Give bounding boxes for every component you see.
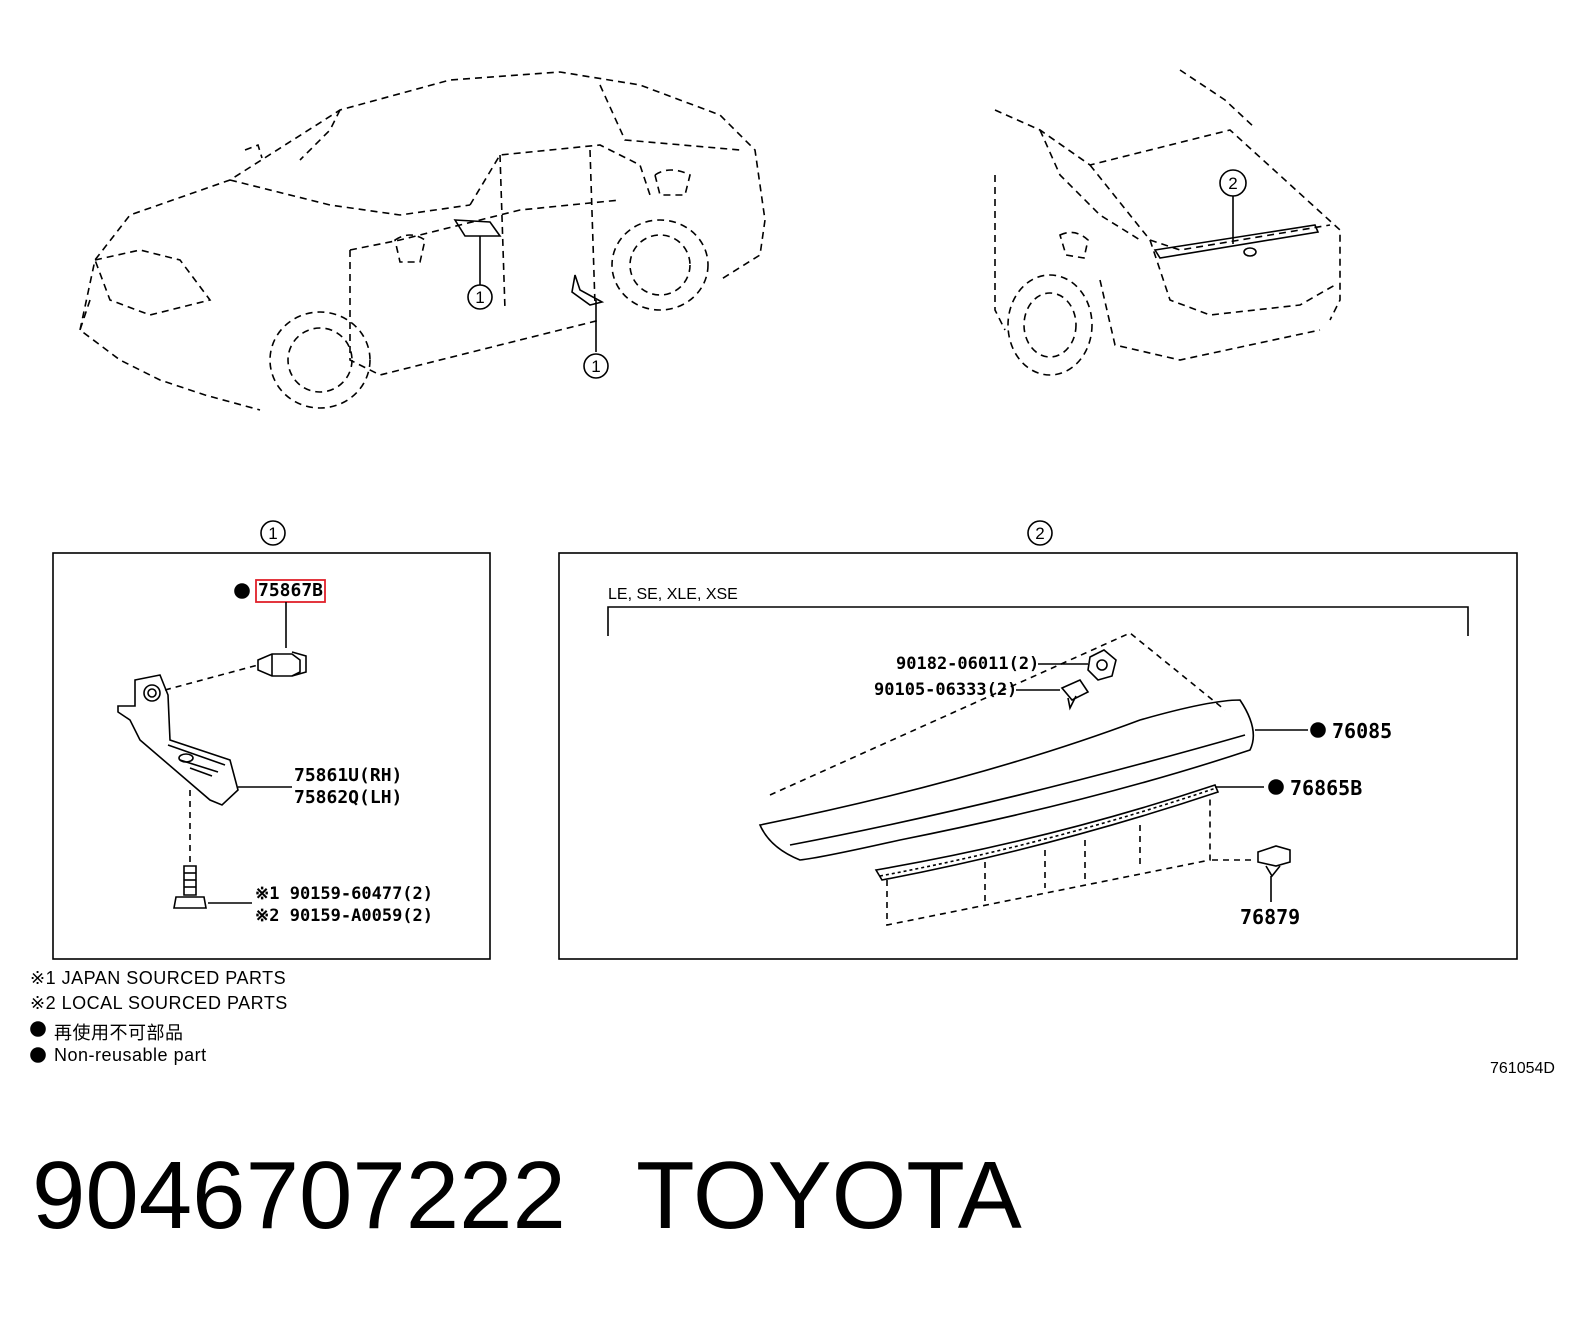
part-75862q-label[interactable]: 75862Q(LH) <box>294 787 403 808</box>
car-bracket-parts <box>453 219 605 352</box>
legend-note-2: ※2 LOCAL SOURCED PARTS <box>30 993 288 1013</box>
part-76085-label[interactable]: 76085 <box>1332 719 1393 743</box>
figure-code: 761054D <box>1490 1060 1555 1077</box>
grade-bracket <box>607 606 1469 636</box>
callout-1-panel <box>260 520 286 546</box>
screw-drawing <box>1060 678 1090 711</box>
spoiler-76085-drawing <box>758 699 1255 861</box>
part-75867b-label[interactable]: 75867B <box>258 580 324 601</box>
callout-2-panel-label: 2 <box>1035 524 1044 543</box>
callout-1-car-b-label: 1 <box>591 357 600 376</box>
legend-dot-jp <box>30 1021 46 1037</box>
bracket-drawing <box>117 674 239 806</box>
part-76879-label[interactable]: 76879 <box>1240 905 1301 929</box>
callout-1-car-a-label: 1 <box>475 288 484 307</box>
seal-clip-guides <box>886 795 1252 926</box>
car-front-view <box>79 71 766 411</box>
footer-brand: TOYOTA <box>636 1142 1022 1249</box>
legend-dot-en <box>30 1047 46 1063</box>
callout-2-panel <box>1027 520 1053 546</box>
part-90159-60477-label[interactable]: ※1 90159-60477(2) <box>255 884 434 904</box>
part-90105-06333-label[interactable]: 90105-06333(2) <box>874 680 1018 700</box>
clip-76879-drawing <box>1257 845 1291 878</box>
part-75861u-label[interactable]: 75861U(RH) <box>294 765 403 786</box>
panel-1-frame <box>52 552 491 960</box>
bolt-drawing <box>173 865 207 909</box>
part-90159-a0059-label[interactable]: ※2 90159-A0059(2) <box>255 906 434 926</box>
nonreusable-dot-76865b <box>1268 779 1284 795</box>
callout-1-car-a <box>467 284 493 310</box>
callout-2-car <box>1219 169 1247 197</box>
nonreusable-dot-76085 <box>1310 722 1326 738</box>
part-90182-06011-label[interactable]: 90182-06011(2) <box>896 654 1040 674</box>
seal-76865b-drawing <box>874 784 1220 881</box>
legend-nonreusable-en: Non-reusable part <box>54 1045 207 1065</box>
nut-drawing <box>1087 649 1117 681</box>
car-rear-view <box>994 69 1341 376</box>
clip-75867b-drawing <box>257 651 307 677</box>
grade-label: LE, SE, XLE, XSE <box>608 586 738 603</box>
part-76865b-label[interactable]: 76865B <box>1290 776 1363 800</box>
callout-1-panel-label: 1 <box>268 524 277 543</box>
nonreusable-dot-75867b <box>234 583 250 599</box>
rear-spoiler-on-car <box>1153 196 1320 259</box>
callout-2-car-label: 2 <box>1228 174 1237 193</box>
panel-2-frame <box>558 552 1518 960</box>
highlight-box <box>255 579 326 603</box>
legend-note-1: ※1 JAPAN SOURCED PARTS <box>30 968 287 988</box>
footer-part-number: 9046707222 <box>32 1142 566 1249</box>
callout-1-car-b <box>583 353 609 379</box>
legend-nonreusable-jp: 再使用不可部品 <box>54 1023 184 1043</box>
